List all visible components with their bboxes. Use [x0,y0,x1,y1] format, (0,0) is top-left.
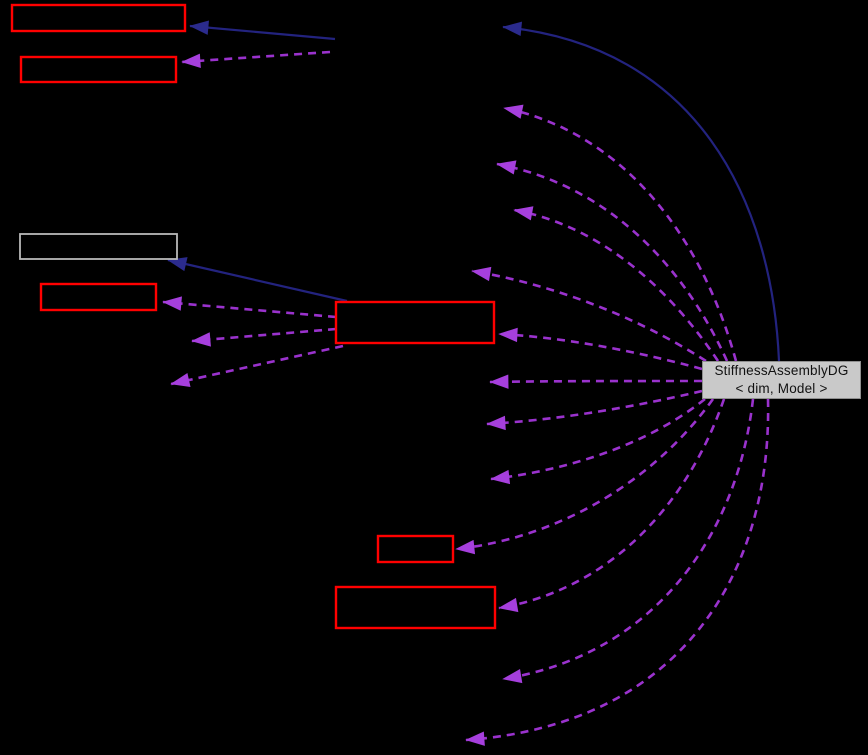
box-mid-red[interactable] [39,282,158,312]
edge-usage-8 [490,397,706,485]
node-stiffness-assembly-dg[interactable]: StiffnessAssemblyDG < dim, Model > [702,361,861,399]
edge-usage-9 [455,398,715,555]
box-center[interactable] [334,300,496,345]
box-top-1[interactable] [10,3,187,33]
box-top-2[interactable] [19,55,178,84]
edges-layer [162,20,781,746]
edge-usage-12 [465,398,770,746]
edge-inherit-top [189,20,336,41]
edge-usage-6 [489,374,703,389]
edge-inherit-center [167,257,348,303]
node-title-line1: StiffnessAssemblyDG [714,363,849,379]
box-bottom-large[interactable] [334,585,497,630]
edge-usage-4 [471,266,707,363]
box-mid-gray[interactable] [19,233,178,260]
edge-usage-top2 [181,50,331,68]
edge-usage-10 [498,398,726,613]
edge-usage-center3 [170,344,344,388]
node-title-line2: < dim, Model > [735,381,828,396]
box-bottom-small[interactable] [376,534,455,564]
edge-usage-center2 [191,327,337,347]
edge-usage-1 [503,104,738,362]
boxes-layer [10,3,497,630]
edge-inherit-curve [502,21,781,362]
edge-usage-11 [502,398,755,684]
edge-usage-7 [486,389,703,431]
edge-usage-center1 [162,296,337,319]
edge-usage-5 [498,327,703,371]
edge-usage-2 [496,160,729,362]
edge-usage-3 [513,206,720,362]
